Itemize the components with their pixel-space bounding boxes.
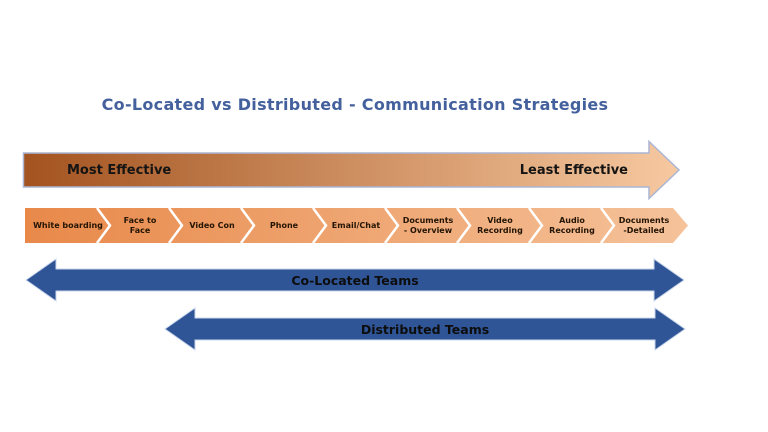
colocated-teams-arrow [25,258,685,302]
chevron-strip-shape [25,208,688,243]
chevron-separator [599,208,616,243]
strategy-label-line: Email/Chat [331,220,381,230]
strategy-label-line: Documents [402,216,454,225]
double-arrow-shape [25,258,685,302]
strategy-item-face-to-face: Face to Face [104,208,176,243]
distributed-teams-arrow [164,307,686,351]
chevron-separator [455,208,472,243]
strategy-item-phone: Phone [248,208,320,243]
strategy-item-video-recording: Video Recording [464,208,536,243]
distributed-teams-label: Distributed Teams [360,321,490,337]
chevron-separator [95,208,112,243]
strategy-label-line: Face to [123,216,157,225]
strategy-label-line: Recording [477,225,523,235]
right-arrow-shape [22,139,681,201]
diagram-title: Co-Located vs Distributed - Communicatio… [101,95,609,114]
strategy-label-line: Video [487,216,513,225]
chevron-separator [527,208,544,243]
chevron-separator [383,208,400,243]
strategy-item-video-con: Video Con [176,208,248,243]
most-effective-label: Most Effective [67,163,172,178]
strategy-item-email-chat: Email/Chat [320,208,392,243]
strategy-label-line: Recording [549,225,595,235]
strategy-label-line: White boarding [33,220,103,230]
strategy-label-line: Documents [618,216,670,225]
strategy-label-line: - Overview [403,225,453,235]
chevron-separator [167,208,184,243]
strategy-item-documents-detailed: Documents -Detailed [608,208,680,243]
strategy-label-line: -Detailed [623,225,665,235]
effectiveness-gradient-arrow [22,139,681,201]
strategy-item-documents-overview: Documents - Overview [392,208,464,243]
strategy-label-line: Audio [559,216,585,225]
strategy-label-line: Face [129,225,151,235]
strategy-label-line: Video Con [189,220,235,230]
strategy-item-audio-recording: Audio Recording [536,208,608,243]
double-arrow-shape [164,307,686,351]
chevron-separator [239,208,256,243]
colocated-teams-label: Co-Located Teams [291,272,419,288]
chevron-separator [311,208,328,243]
least-effective-label: Least Effective [519,163,628,178]
strategy-item-whiteboarding: White boarding [32,208,104,243]
strategy-chevron-strip [25,208,688,243]
strategy-label-line: Phone [269,220,299,230]
